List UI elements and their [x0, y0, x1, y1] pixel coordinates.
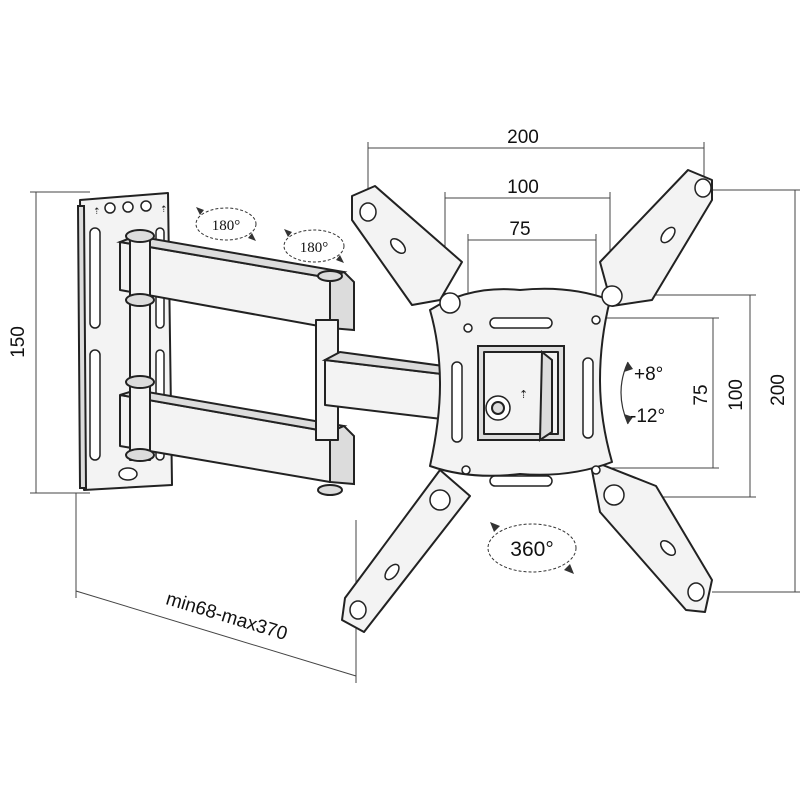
tilt-indicator: +8° -12°: [620, 361, 665, 427]
dim-label-vesa-75-side: 75: [691, 384, 712, 405]
tilt-up-label: +8°: [634, 364, 663, 385]
rotation-label-arm-1: 180°: [212, 218, 241, 234]
dimension-lines: [30, 142, 800, 683]
dim-label-vesa-100-side: 100: [726, 379, 747, 411]
dim-label-wall-plate-150: 150: [8, 326, 29, 358]
dim-label-vesa-75-top: 75: [509, 219, 530, 240]
swing-arms: [116, 229, 461, 496]
svg-text:⇡: ⇡: [160, 205, 168, 215]
rotation-indicator-arm-1: 180°: [195, 207, 257, 241]
vesa-plate: ⇡: [341, 169, 713, 633]
svg-text:⇡: ⇡: [519, 388, 528, 401]
dim-label-vesa-200-top: 200: [507, 127, 539, 148]
rotation-label-arm-2: 180°: [300, 240, 329, 256]
tilt-down-label: -12°: [630, 406, 665, 427]
rotation-label-360: 360°: [510, 538, 553, 561]
rotation-indicator-arm-2: 180°: [283, 229, 345, 263]
svg-text:⇡: ⇡: [93, 207, 101, 217]
rotation-indicator-360: 360°: [487, 522, 577, 574]
dim-label-vesa-100-top: 100: [507, 177, 539, 198]
dim-label-vesa-200-side: 200: [768, 374, 789, 406]
